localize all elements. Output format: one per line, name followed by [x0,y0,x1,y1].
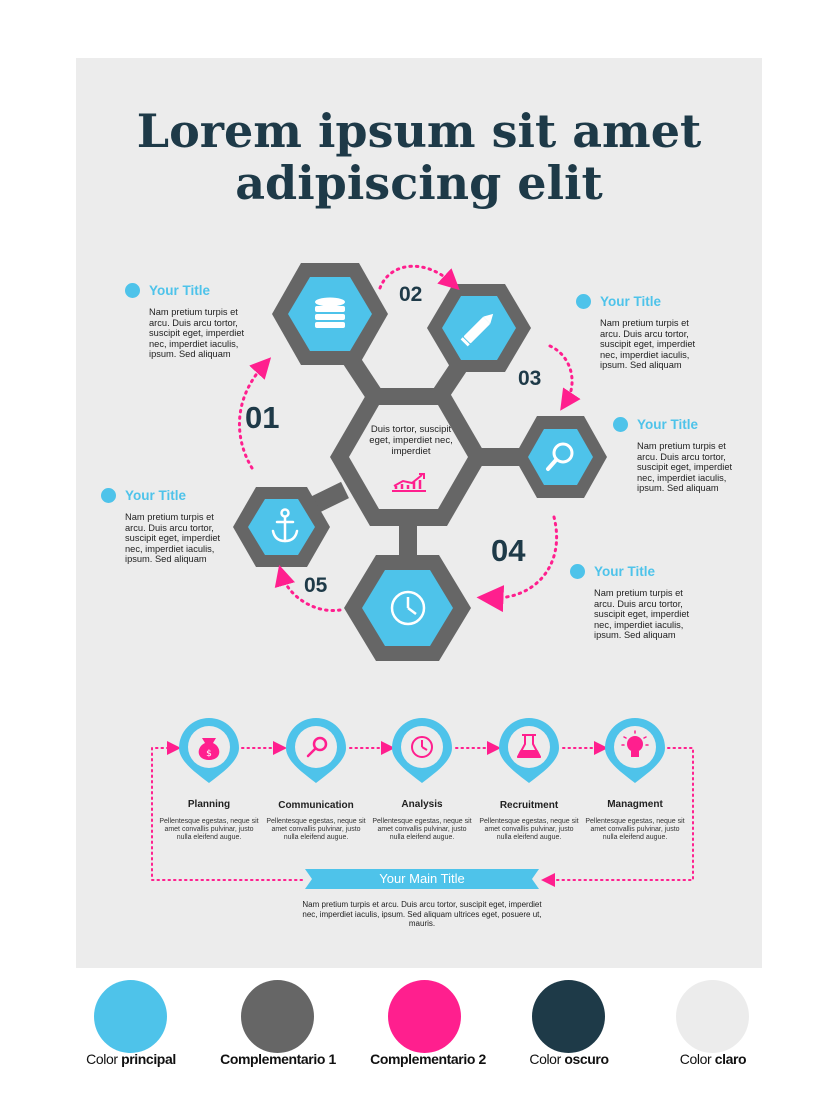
center-hexagon [330,388,487,526]
step-number-01: 01 [245,400,280,435]
text-block-1-title: Your Title [149,283,211,298]
text-block-4-body: Nam pretium turpis et arcu. Duis arcu to… [125,512,221,565]
step-number-04: 04 [491,533,526,568]
clock-icon [411,736,433,758]
search-icon [546,442,574,471]
pencil-icon [460,313,494,347]
diagram-arrows [237,264,581,613]
title-dot [570,564,585,579]
swatch-label-principal: Color principal [86,1051,176,1067]
text-block-3-body: Nam pretium turpis et arcu. Duis arcu to… [637,441,733,494]
swatch-principal [94,980,167,1053]
search-icon [306,736,328,758]
process-step-title: Analysis [401,799,443,810]
process-step-body: Pellentesque egestas, neque sit amet con… [479,818,579,842]
step-number-03: 03 [518,367,542,390]
process-step-title: Planning [187,799,231,810]
title-dot [101,488,116,503]
process-step-title: Communication [278,800,354,811]
text-block-5-body: Nam pretium turpis et arcu. Duis arcu to… [594,588,690,641]
clock-icon [390,590,426,626]
swatch-complementario-1 [241,980,314,1053]
process-step-title: Recruitment [499,800,559,811]
flask-icon [517,734,541,758]
hex-anchor [233,487,330,567]
swatch-claro [676,980,749,1053]
swatch-label-complementario-2: Complementario 2 [370,1051,486,1067]
anchor-icon [271,508,299,543]
text-block-2-title: Your Title [600,294,662,309]
headline-line-1: Lorem ipsum sit amet [136,104,702,158]
swatch-label-claro: Color claro [679,1051,747,1067]
swatch-oscuro [532,980,605,1053]
title-dot [125,283,140,298]
step-number-05: 05 [304,574,328,597]
pin-analysis [392,718,452,783]
money-bag-icon: $ [198,738,220,760]
text-block-4-title: Your Title [125,488,187,503]
swatch-complementario-2 [388,980,461,1053]
database-icon [315,297,345,328]
svg-text:$: $ [206,749,212,759]
step-number-02: 02 [399,283,423,306]
swatch-label-oscuro: Color oscuro [529,1051,609,1067]
center-hex-text: Duis tortor, suscipit eget, imperdiet ne… [369,424,453,457]
title-dot [613,417,628,432]
process-pins [179,718,665,783]
chart-icon [392,473,426,492]
swatch-label-complementario-1: Complementario 1 [220,1051,336,1067]
process-step-body: Pellentesque egestas, neque sit amet con… [585,818,685,842]
lightbulb-icon [621,730,649,757]
process-step-body: Pellentesque egestas, neque sit amet con… [159,818,259,842]
main-title: Your Main Title [379,871,465,886]
process-step-body: Pellentesque egestas, neque sit amet con… [372,818,472,842]
pin-communication [286,718,346,783]
main-title-body: Nam pretium turpis et arcu. Duis arcu to… [302,900,542,929]
main-title-ribbon [305,869,539,889]
text-block-5-title: Your Title [594,564,656,579]
text-block-1-body: Nam pretium turpis et arcu. Duis arcu to… [149,307,245,360]
hex-search [514,416,607,498]
title-dot [576,294,591,309]
headline-line-2: adipiscing elit [235,156,603,210]
process-connectors [151,741,694,887]
text-block-2-body: Nam pretium turpis et arcu. Duis arcu to… [600,318,696,371]
process-step-title: Managment [607,799,663,810]
text-block-3-title: Your Title [637,417,699,432]
process-step-body: Pellentesque egestas, neque sit amet con… [266,818,366,842]
